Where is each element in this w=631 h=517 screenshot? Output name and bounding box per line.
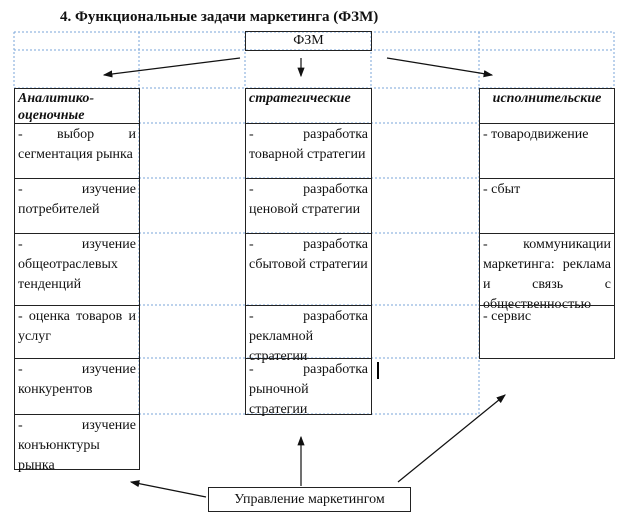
bottom-box: Управление маркетингом xyxy=(208,487,411,512)
root-box: ФЗМ xyxy=(245,31,372,51)
arrow-right xyxy=(386,57,494,78)
list-item: - разработка рыночной стратегии xyxy=(245,358,372,417)
column-header-strategic: стратегические xyxy=(245,88,372,124)
list-item: - разработка рекламной стратегии xyxy=(245,305,372,364)
list-item: - выбор и сегментация рынка xyxy=(14,123,140,179)
arrow-bottom-right xyxy=(397,394,506,483)
list-item: - оценка товаров и услуг xyxy=(14,305,140,359)
list-item: - изучение конкурентов xyxy=(14,358,140,415)
text-cursor xyxy=(377,362,379,379)
list-item: - разработка товарной стратегии xyxy=(245,123,372,179)
list-item: - разработка сбытовой стратегии xyxy=(245,233,372,306)
list-item: - сбыт xyxy=(479,178,615,234)
list-item: - изучение конъюнктуры рынка xyxy=(14,414,140,473)
list-item: - изучение общеотраслевых тенденций xyxy=(14,233,140,306)
list-item: - разработка ценовой стратегии xyxy=(245,178,372,234)
list-item: - коммуникации маркетинга: реклама и свя… xyxy=(479,233,615,312)
document-title: 4. Функциональные задачи маркетинга (ФЗМ… xyxy=(60,9,379,25)
list-item: - изучение потребителей xyxy=(14,178,140,234)
column-header-executive: исполнительские xyxy=(479,88,615,124)
column-header-analytic: Аналитико-оценочные xyxy=(14,88,140,124)
arrow-left xyxy=(102,57,241,78)
list-item: - товародвижение xyxy=(479,123,615,179)
arrow-bottom-left xyxy=(129,480,207,498)
list-item: - сервис xyxy=(479,305,615,359)
